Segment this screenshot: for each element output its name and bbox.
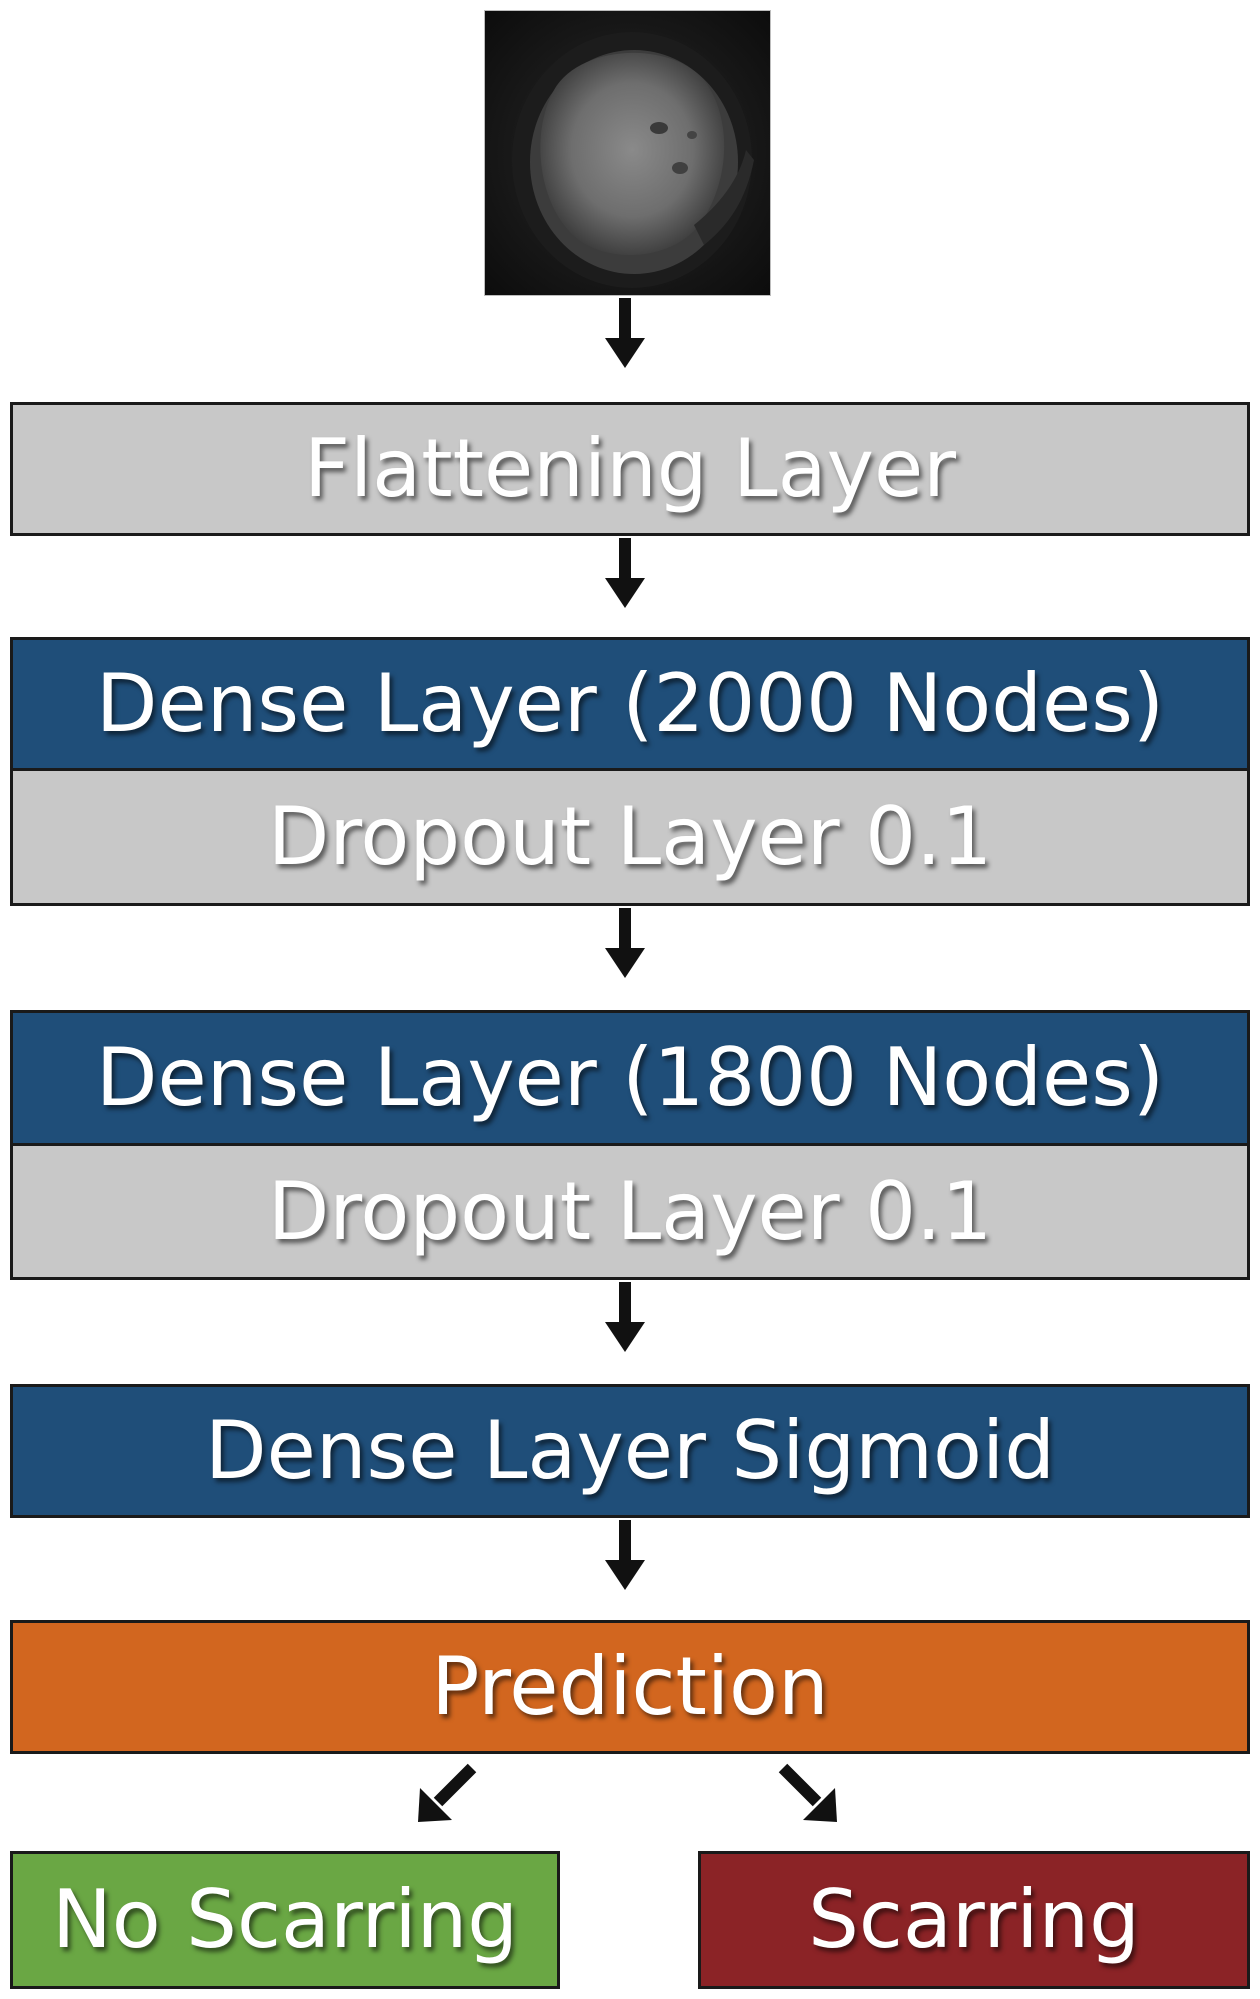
arrow-down-icon [605,1520,645,1590]
arrow-down-icon [605,908,645,978]
arrow-down-left-icon [418,1763,477,1822]
no-scarring-box: No Scarring [10,1851,560,1989]
flattening-layer-box: Flattening Layer [10,402,1250,536]
arrow-down-icon [605,1282,645,1352]
arrow-down-right-icon [778,1763,837,1822]
flattening-layer-label: Flattening Layer [303,422,957,515]
no-scarring-label: No Scarring [51,1873,519,1966]
dropout-layer-2-box: Dropout Layer 0.1 [10,1143,1250,1280]
scarring-label: Scarring [808,1873,1140,1966]
dropout-layer-2-label: Dropout Layer 0.1 [267,1164,993,1258]
dense-layer-2000-label: Dense Layer (2000 Nodes) [95,657,1165,750]
arrow-down-icon [605,538,645,608]
dense-layer-2000-box: Dense Layer (2000 Nodes) [10,637,1250,771]
dense-layer-1800-label: Dense Layer (1800 Nodes) [95,1031,1165,1124]
dropout-layer-1-box: Dropout Layer 0.1 [10,768,1250,906]
prediction-label: Prediction [431,1640,829,1733]
arrow-down-icon [605,298,645,368]
dense-layer-1800-box: Dense Layer (1800 Nodes) [10,1010,1250,1146]
scarring-box: Scarring [698,1851,1250,1989]
prediction-box: Prediction [10,1620,1250,1754]
dense-layer-sigmoid-box: Dense Layer Sigmoid [10,1384,1250,1518]
dense-layer-sigmoid-label: Dense Layer Sigmoid [205,1404,1055,1497]
dropout-layer-1-label: Dropout Layer 0.1 [267,790,993,883]
cardiac-mri-scan-image [484,10,771,296]
